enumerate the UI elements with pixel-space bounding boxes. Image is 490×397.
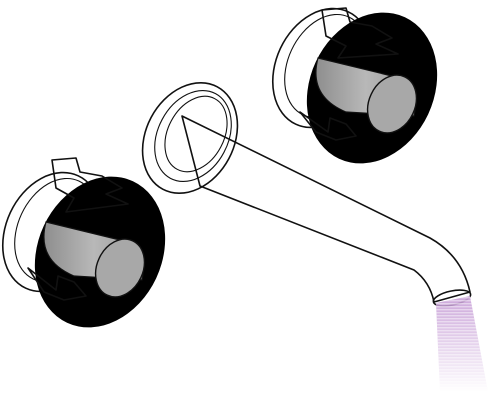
water-stream-icon [436, 296, 488, 392]
right-handle [254, 0, 461, 185]
left-handle [0, 155, 189, 349]
